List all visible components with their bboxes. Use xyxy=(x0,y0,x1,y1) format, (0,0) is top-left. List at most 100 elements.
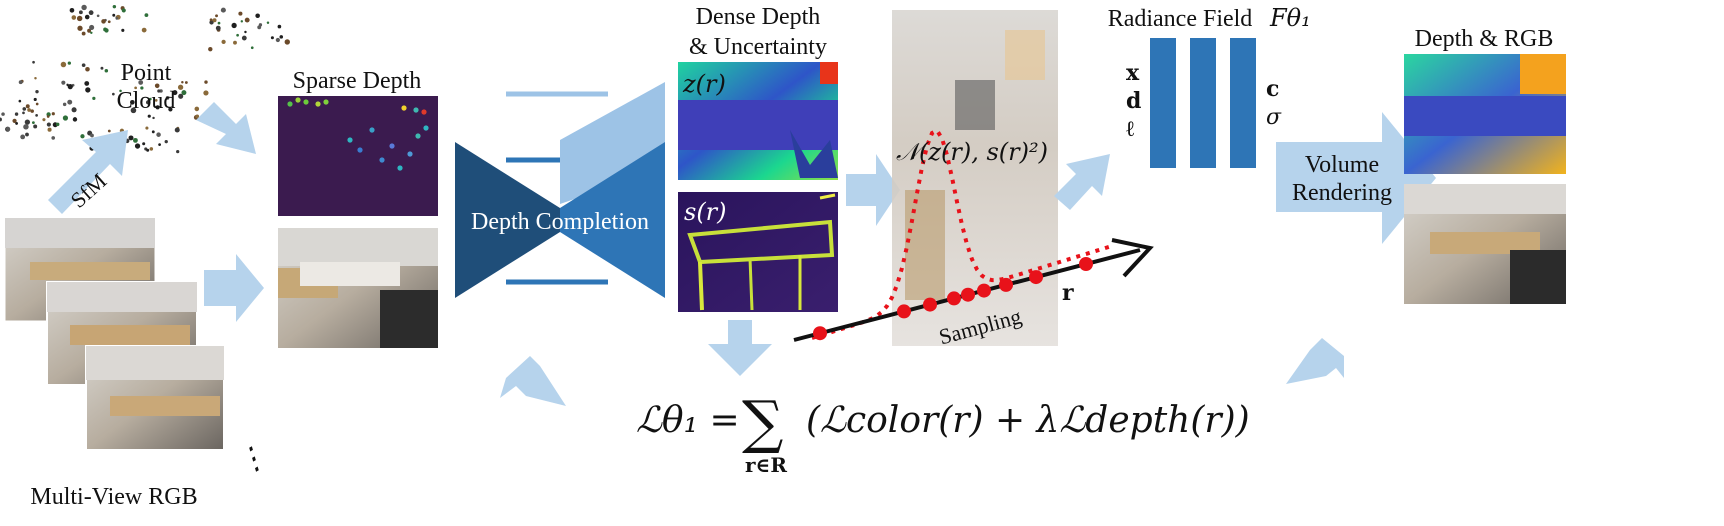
point-cloud-point xyxy=(115,17,119,20)
point-cloud-point xyxy=(87,28,92,33)
point-cloud-point xyxy=(18,99,22,103)
point-cloud-point xyxy=(168,107,173,112)
point-cloud-point xyxy=(92,96,96,100)
point-cloud-point xyxy=(76,15,83,22)
point-cloud-point xyxy=(55,122,60,127)
point-cloud-point xyxy=(279,35,284,39)
point-cloud-point xyxy=(12,118,17,123)
arrow-left-to-loss xyxy=(500,356,566,406)
point-cloud-point xyxy=(209,20,214,25)
point-cloud-point xyxy=(181,90,187,96)
point-cloud-point xyxy=(61,80,66,85)
point-cloud-point xyxy=(27,108,31,112)
point-cloud-point xyxy=(277,24,282,29)
point-cloud-point xyxy=(72,117,78,122)
point-cloud-point xyxy=(270,36,274,40)
point-cloud-point xyxy=(157,89,161,93)
rendered-rgb xyxy=(1404,184,1566,304)
point-cloud-point xyxy=(33,97,37,102)
point-cloud-point xyxy=(31,121,35,125)
point-cloud-point xyxy=(236,33,239,37)
point-cloud-point xyxy=(24,119,31,125)
point-cloud-point xyxy=(176,149,180,154)
point-cloud-point xyxy=(5,126,11,132)
point-cloud-point xyxy=(69,7,75,13)
sample-point xyxy=(1079,257,1093,271)
sparse-depth-point xyxy=(369,127,375,133)
volume-rendering-line2: Rendering xyxy=(1292,180,1392,206)
point-cloud-point xyxy=(156,132,161,137)
arrow-rgb-to-image xyxy=(204,254,264,322)
sample-point xyxy=(961,287,975,302)
sample-point xyxy=(977,283,991,298)
point-cloud-point xyxy=(85,87,91,93)
point-cloud-point xyxy=(204,80,208,84)
point-cloud-point xyxy=(217,21,221,25)
point-cloud-point xyxy=(145,100,151,105)
point-cloud-point xyxy=(67,61,71,65)
output-sigma: σ xyxy=(1266,105,1282,130)
point-cloud-point xyxy=(284,39,290,45)
point-cloud-point xyxy=(51,112,55,116)
sample-point xyxy=(813,326,827,341)
loss-sum-subscript: r∈R xyxy=(745,453,787,477)
multi-view-rgb-label: Multi-View RGB xyxy=(30,484,197,510)
point-cloud-point xyxy=(104,68,109,73)
point-cloud-point xyxy=(112,92,115,96)
point-cloud-point xyxy=(90,31,93,34)
point-cloud-point xyxy=(71,15,77,20)
point-cloud-point xyxy=(257,25,262,30)
point-cloud-point xyxy=(84,14,90,20)
ray-label: r xyxy=(1062,280,1074,306)
depth-completion-network xyxy=(455,82,665,298)
point-cloud-point xyxy=(181,81,184,84)
point-cloud-point xyxy=(22,107,27,111)
uncertainty-map: s(r) xyxy=(678,192,838,312)
point-cloud-point xyxy=(25,132,29,137)
output-c: c xyxy=(1266,76,1279,102)
sparse-depth-label: Sparse Depth xyxy=(293,68,422,94)
point-cloud-point xyxy=(208,46,213,52)
radiance-field-symbol: Fθ₁ xyxy=(1269,4,1311,32)
point-cloud-point xyxy=(15,122,18,125)
point-cloud-point xyxy=(18,80,23,85)
point-cloud-point xyxy=(159,89,163,93)
point-cloud-point xyxy=(221,39,226,44)
point-cloud-point xyxy=(112,13,116,17)
s-r-label: s(r) xyxy=(684,198,727,226)
point-cloud-point xyxy=(244,17,250,23)
arrow-dense-down-to-loss xyxy=(708,320,772,376)
sparse-depth-point xyxy=(315,101,321,107)
point-cloud-point xyxy=(132,137,138,143)
point-cloud-point xyxy=(195,114,200,119)
point-cloud-point xyxy=(145,126,149,130)
sparse-depth-point xyxy=(357,147,363,153)
point-cloud-point xyxy=(78,10,83,15)
point-cloud-point xyxy=(255,13,260,19)
point-cloud-point xyxy=(233,40,237,45)
point-cloud-point xyxy=(130,107,137,114)
point-cloud-point xyxy=(67,99,73,105)
point-cloud-point xyxy=(144,13,149,17)
sparse-depth-point xyxy=(379,157,385,163)
point-cloud-point xyxy=(177,84,184,90)
sparse-rgb-image xyxy=(278,228,438,348)
point-cloud-point xyxy=(62,102,67,107)
sparse-depth-point xyxy=(423,125,429,131)
point-cloud-point xyxy=(90,133,94,138)
loss-sum: ∑ xyxy=(742,388,783,456)
point-cloud-point xyxy=(46,115,50,118)
point-cloud-point xyxy=(14,112,19,116)
point-cloud-point xyxy=(215,14,218,18)
point-cloud-point xyxy=(107,129,111,133)
point-cloud-point xyxy=(1,112,5,116)
point-cloud xyxy=(0,4,290,154)
point-cloud-label-line2: Cloud xyxy=(117,88,176,114)
point-cloud-point xyxy=(30,109,34,113)
point-cloud-point xyxy=(141,27,147,33)
point-cloud-point xyxy=(164,140,168,144)
point-cloud-point xyxy=(244,30,247,34)
depth-completion-label: Depth Completion xyxy=(471,209,649,235)
sparse-depth-point xyxy=(295,97,301,103)
sparse-depth-map xyxy=(278,96,438,216)
